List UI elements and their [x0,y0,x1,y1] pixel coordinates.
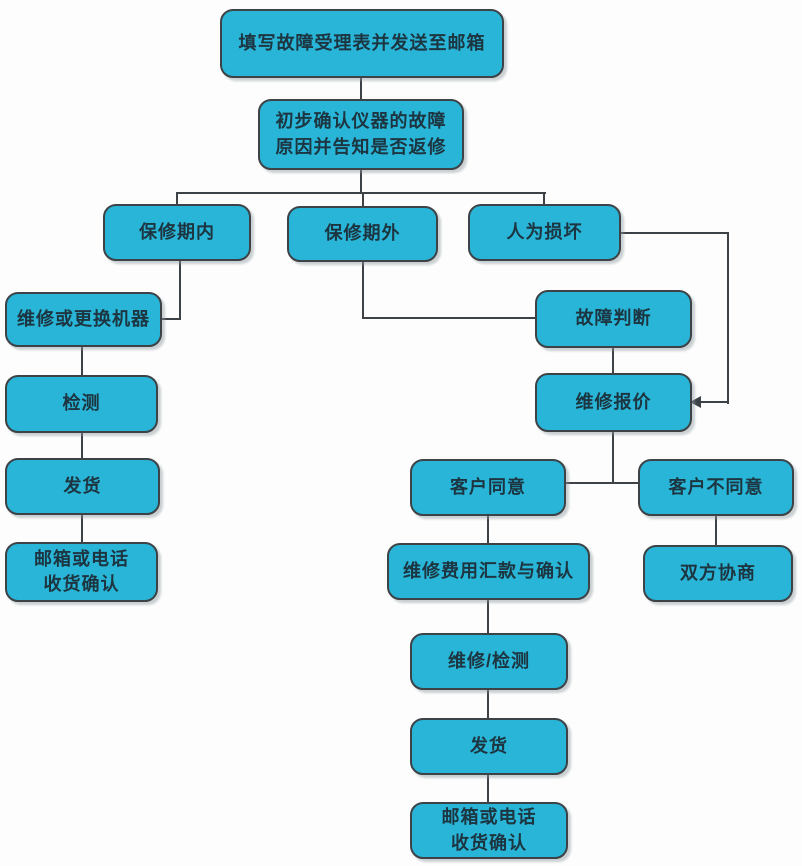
node-man-made-damage: 人为损坏 [468,204,621,261]
connector-fault-quote [612,348,614,373]
connector-agree-payment [487,516,489,543]
connector-testing-ship [81,433,83,458]
connector-disagree-negotiate [715,516,717,545]
connector-manmade-to-quote [700,401,729,403]
connector-outwarranty-to-fault [362,317,535,319]
node-fill-form: 填写故障受理表并发送至邮箱 [220,9,504,78]
connector-outwarranty-down [362,262,364,319]
node-testing: 检测 [5,375,158,433]
node-payment-and-confirm: 维修费用汇款与确认 [387,543,590,600]
connector-branch-horizontal [176,192,546,194]
node-repair-or-replace: 维修或更换机器 [5,292,162,347]
node-ship-bottom: 发货 [410,718,568,775]
connector-agree-disagree-split [566,482,638,484]
arrowhead-into-repair-quote [690,396,701,408]
connector-repair-testing [81,347,83,375]
connector-drop-out-warranty [362,192,364,206]
node-initial-confirm: 初步确认仪器的故障 原因并告知是否返修 [258,99,464,170]
connector-ship-receipt [81,515,83,542]
connector-inwarranty-down [179,261,181,320]
node-receipt-confirm-left: 邮箱或电话 收货确认 [5,542,158,602]
node-repair-test: 维修/检测 [410,633,568,690]
connector-payment-repairtest [487,600,489,633]
connector-inwarranty-to-repair [160,318,181,320]
connector-ship-receipt-bottom [487,775,489,802]
node-receipt-confirm-bottom: 邮箱或电话 收货确认 [410,802,568,859]
connector-drop-man-made [543,192,545,204]
connector-manmade-right [621,232,729,234]
connector-fillform-confirm [360,78,362,99]
connector-drop-in-warranty [176,192,178,204]
node-customer-agree: 客户同意 [410,459,566,516]
node-customer-disagree: 客户不同意 [638,459,794,516]
node-ship-left: 发货 [5,458,160,515]
connector-confirm-junction [360,170,362,194]
connector-manmade-down [727,232,729,404]
connector-quote-down [612,432,614,483]
node-negotiate: 双方协商 [643,545,793,602]
node-in-warranty: 保修期内 [103,204,251,261]
connector-repairtest-ship [487,690,489,718]
node-repair-quote: 维修报价 [535,373,692,432]
node-out-warranty: 保修期外 [287,206,438,262]
node-fault-judgment: 故障判断 [535,290,692,348]
